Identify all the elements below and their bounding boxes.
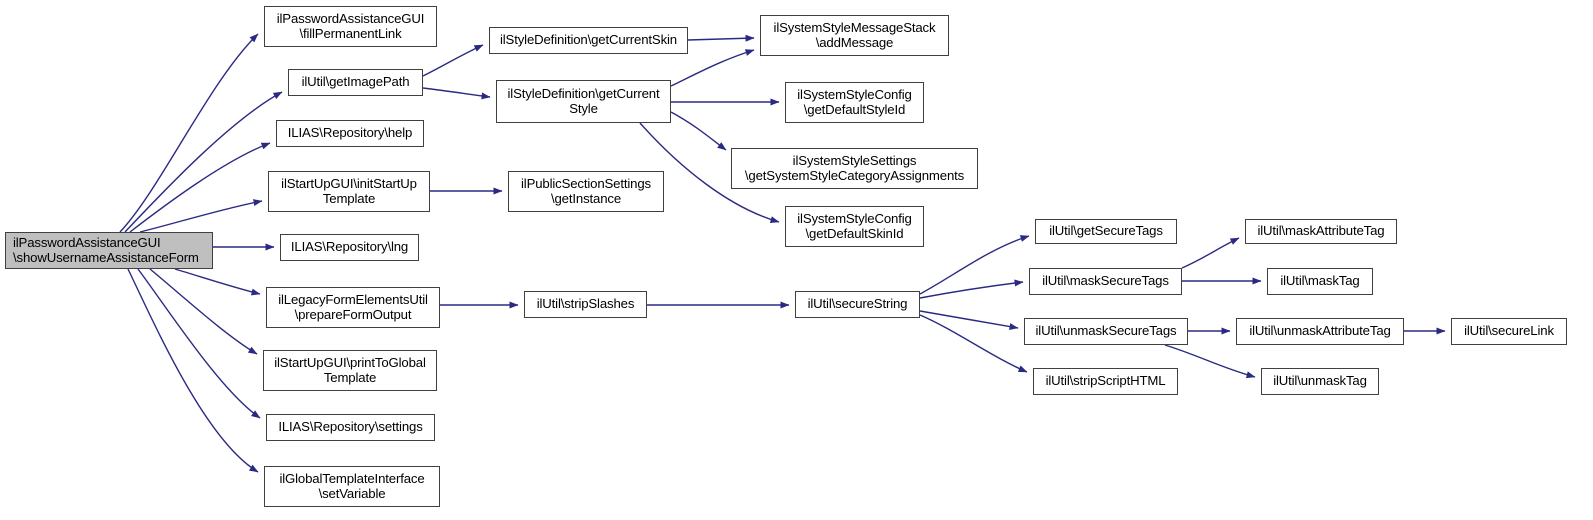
graph-node[interactable]: ilLegacyFormElementsUtil \prepareFormOut… [266,287,440,328]
call-edge [137,268,261,419]
graph-node[interactable]: ilUtil\getImagePath [288,69,423,96]
graph-node[interactable]: ilPasswordAssistanceGUI \fillPermanentLi… [264,6,437,47]
graph-node[interactable]: ilUtil\maskTag [1267,268,1373,295]
graph-node[interactable]: ILIAS\Repository\help [276,120,424,147]
graph-node[interactable]: ilSystemStyleMessageStack \addMessage [760,15,949,56]
graph-node[interactable]: ilUtil\unmaskSecureTags [1024,318,1188,345]
graph-node[interactable]: ilStartUpGUI\initStartUp Template [268,171,430,212]
graph-node-current[interactable]: ilPasswordAssistanceGUI \showUsernameAss… [5,232,213,269]
call-edge [919,310,1019,331]
graph-node[interactable]: ilUtil\unmaskAttributeTag [1236,318,1404,345]
graph-node[interactable]: ilStyleDefinition\getCurrent Style [496,80,671,123]
graph-node[interactable]: ilSystemStyleConfig \getDefaultStyleId [785,82,924,123]
graph-node[interactable]: ilStyleDefinition\getCurrentSkin [489,27,688,54]
call-edge [1164,344,1256,379]
call-edge [919,279,1024,299]
call-edge [670,49,755,87]
graph-node[interactable]: ilSystemStyleConfig \getDefaultSkinId [785,206,924,247]
call-edge [422,44,484,77]
graph-node[interactable]: ilUtil\maskSecureTags [1029,268,1182,295]
call-edge [119,33,259,233]
call-edge [139,199,263,233]
graph-node[interactable]: ilStartUpGUI\printToGlobal Template [263,350,437,391]
graph-node[interactable]: ilSystemStyleSettings \getSystemStyleCat… [731,148,978,189]
call-edge [174,268,261,296]
call-edge [687,34,755,42]
call-edge [919,235,1030,295]
graph-node[interactable]: ILIAS\Repository\settings [266,414,435,441]
call-edge [670,111,727,151]
call-edge [1181,237,1240,269]
graph-node[interactable]: ilUtil\secureLink [1451,318,1567,345]
call-edge [124,91,283,233]
graph-node[interactable]: ilUtil\unmaskTag [1261,368,1379,395]
graph-node[interactable]: ilUtil\getSecureTags [1035,219,1177,244]
graph-node[interactable]: ilUtil\secureString [795,291,920,318]
graph-node[interactable]: ilUtil\maskAttributeTag [1245,219,1397,244]
graph-node[interactable]: ilUtil\stripSlashes [524,291,647,318]
call-edge [129,142,271,233]
graph-node[interactable]: ilUtil\stripScriptHTML [1033,368,1178,395]
call-edge [422,87,491,100]
call-edge [127,268,259,473]
call-edge [919,314,1028,373]
call-edge [149,268,258,355]
graph-node[interactable]: ilGlobalTemplateInterface \setVariable [264,466,440,507]
graph-node[interactable]: ILIAS\Repository\lng [280,234,419,261]
graph-node[interactable]: ilPublicSectionSettings \getInstance [508,171,664,212]
